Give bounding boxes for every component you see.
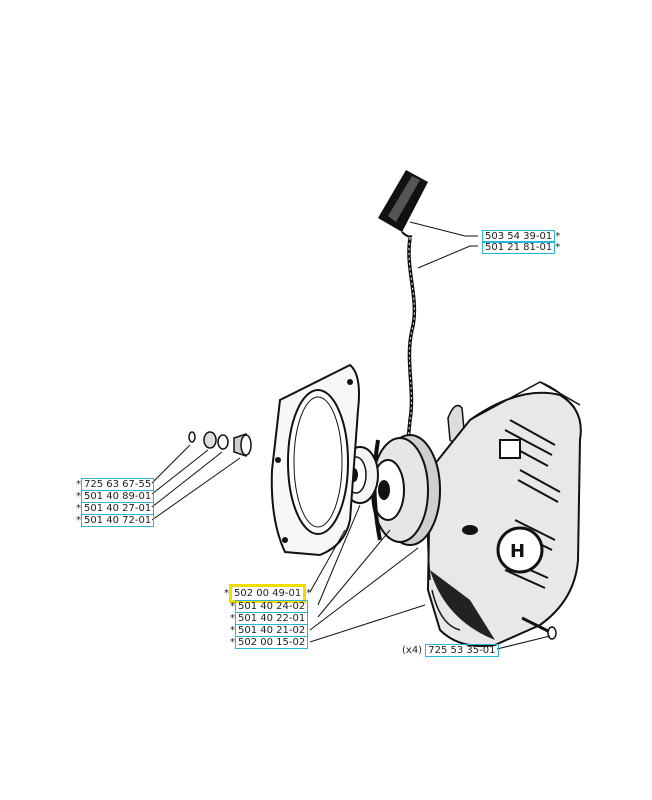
part-label-handle[interactable]: 503 54 39-01* xyxy=(482,230,560,243)
gasket-plate xyxy=(270,363,360,557)
part-label-rope[interactable]: 501 21 81-01* xyxy=(482,241,560,254)
starter-rope xyxy=(406,237,417,441)
part-number-link[interactable]: 503 54 39-01 xyxy=(482,230,556,243)
part-number-link[interactable]: 725 53 35-01 xyxy=(425,644,499,657)
part-number-link[interactable]: 501 21 81-01 xyxy=(482,241,556,254)
part-label-gasket[interactable]: *502 00 49-01* xyxy=(224,584,311,603)
center-bolt-parts xyxy=(188,431,252,457)
starter-handle xyxy=(378,170,428,238)
part-label-bushing[interactable]: *501 40 72-01 xyxy=(76,514,155,527)
part-number-link[interactable]: 501 40 72-01 xyxy=(81,514,155,527)
svg-text:H: H xyxy=(510,541,525,562)
leader-lines xyxy=(151,221,551,650)
part-number-link[interactable]: 502 00 15-02 xyxy=(235,636,309,649)
starter-housing: H xyxy=(426,381,582,647)
rope-pulley xyxy=(371,434,441,546)
part-number-link-highlighted[interactable]: 502 00 49-01 xyxy=(229,584,307,603)
part-label-housing[interactable]: *502 00 15-02 xyxy=(230,636,309,649)
part-label-screw[interactable]: (x4) 725 53 35-01 xyxy=(402,644,499,657)
